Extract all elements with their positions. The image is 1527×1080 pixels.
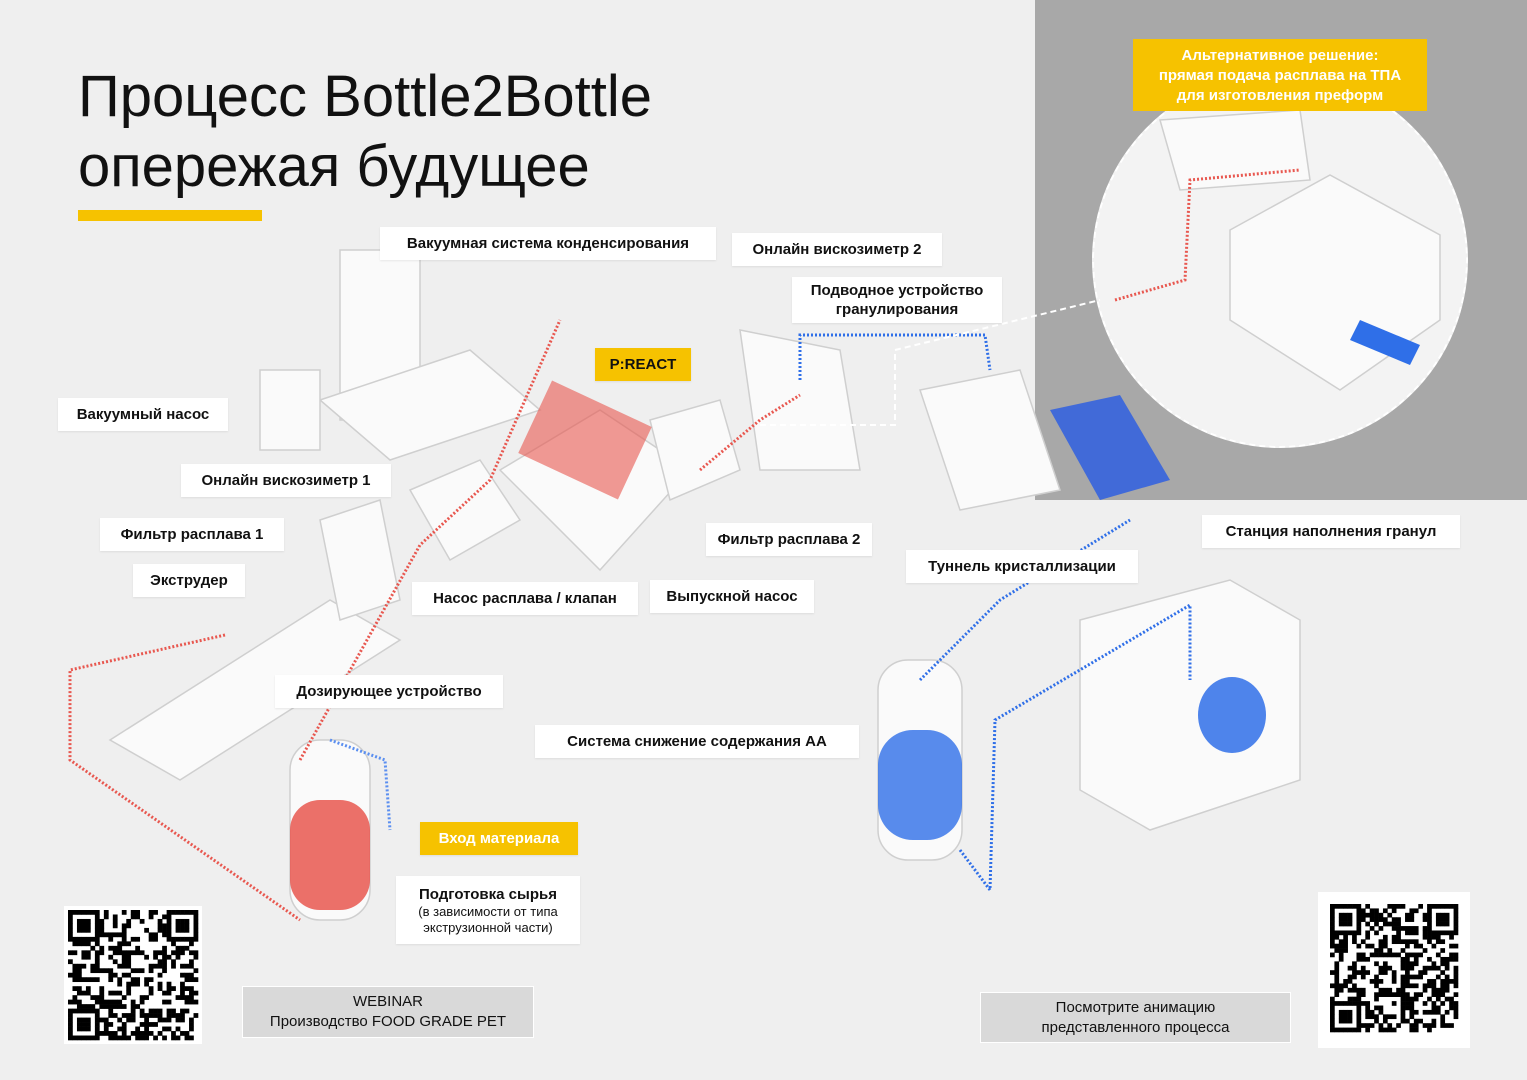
vacuum-pump <box>259 369 321 451</box>
webinar-button[interactable]: WEBINAR Производство FOOD GRADE PET <box>242 986 534 1038</box>
label-extruder: Экструдер <box>133 564 245 597</box>
raw-prep-note-1: (в зависимости от типа <box>418 903 558 919</box>
raw-prep-note-2: экструзионной части) <box>423 919 553 935</box>
melt-pump <box>408 459 522 562</box>
webinar-line-1: WEBINAR <box>352 993 423 1010</box>
webinar-line-2: Производство FOOD GRADE PET <box>269 1013 507 1030</box>
alt-solution-label: Альтернативное решение: прямая подача ра… <box>1133 39 1427 111</box>
label-viscometer-2: Онлайн вискозиметр 2 <box>732 233 942 266</box>
webinar-qr-code[interactable] <box>64 906 202 1044</box>
label-melt-filter-2: Фильтр расплава 2 <box>706 523 872 556</box>
label-pellet-filling-station: Станция наполнения гранул <box>1202 515 1460 548</box>
label-melt-filter-1: Фильтр расплава 1 <box>100 518 284 551</box>
filling-station <box>1079 579 1301 831</box>
raw-prep-title: Подготовка сырья <box>419 885 557 903</box>
animation-qr-code[interactable] <box>1318 892 1470 1048</box>
title-line-2: опережая будущее <box>78 134 590 199</box>
alt-line-2: прямая подача расплава на ТПА <box>1158 67 1402 84</box>
label-vacuum-pump: Вакуумный насос <box>58 398 228 431</box>
animation-line-1: Посмотрите анимацию <box>1055 998 1216 1016</box>
animation-line-2: представленного процесса <box>1041 1018 1230 1036</box>
label-material-input: Вход материала <box>420 822 578 855</box>
crystallizer <box>919 369 1061 511</box>
label-crystallization-tunnel: Туннель кристаллизации <box>906 550 1138 583</box>
label-dosing-unit: Дозирующее устройство <box>275 675 503 708</box>
animation-button[interactable]: Посмотрите анимацию представленного проц… <box>980 992 1291 1043</box>
label-raw-preparation: Подготовка сырья (в зависимости от типа … <box>396 876 580 944</box>
title-line-1: Процесс Bottle2Bottle <box>78 64 653 129</box>
label-aa-reduction: Система снижение содержания АА <box>535 725 859 758</box>
title-underline <box>78 210 262 221</box>
label-underwater-pelletizer: Подводное устройство гранулирования <box>792 277 1002 323</box>
label-vacuum-condensing: Вакуумная система конденсирования <box>380 227 716 260</box>
label-melt-pump-valve: Насос расплава / клапан <box>412 582 638 615</box>
melt-filter-2 <box>649 399 741 502</box>
page-title: Процесс Bottle2Bottle опережая будущее <box>78 62 652 202</box>
alt-line-1: Альтернативное решение: <box>1181 47 1379 64</box>
label-preact: P:REACT <box>595 348 691 381</box>
alt-line-3: для изготовления преформ <box>1176 87 1384 104</box>
pelletizer <box>739 329 861 471</box>
label-discharge-pump: Выпускной насос <box>650 580 814 613</box>
label-viscometer-1: Онлайн вискозиметр 1 <box>181 464 391 497</box>
extruder <box>108 599 402 781</box>
melt-filter-1 <box>319 499 401 621</box>
